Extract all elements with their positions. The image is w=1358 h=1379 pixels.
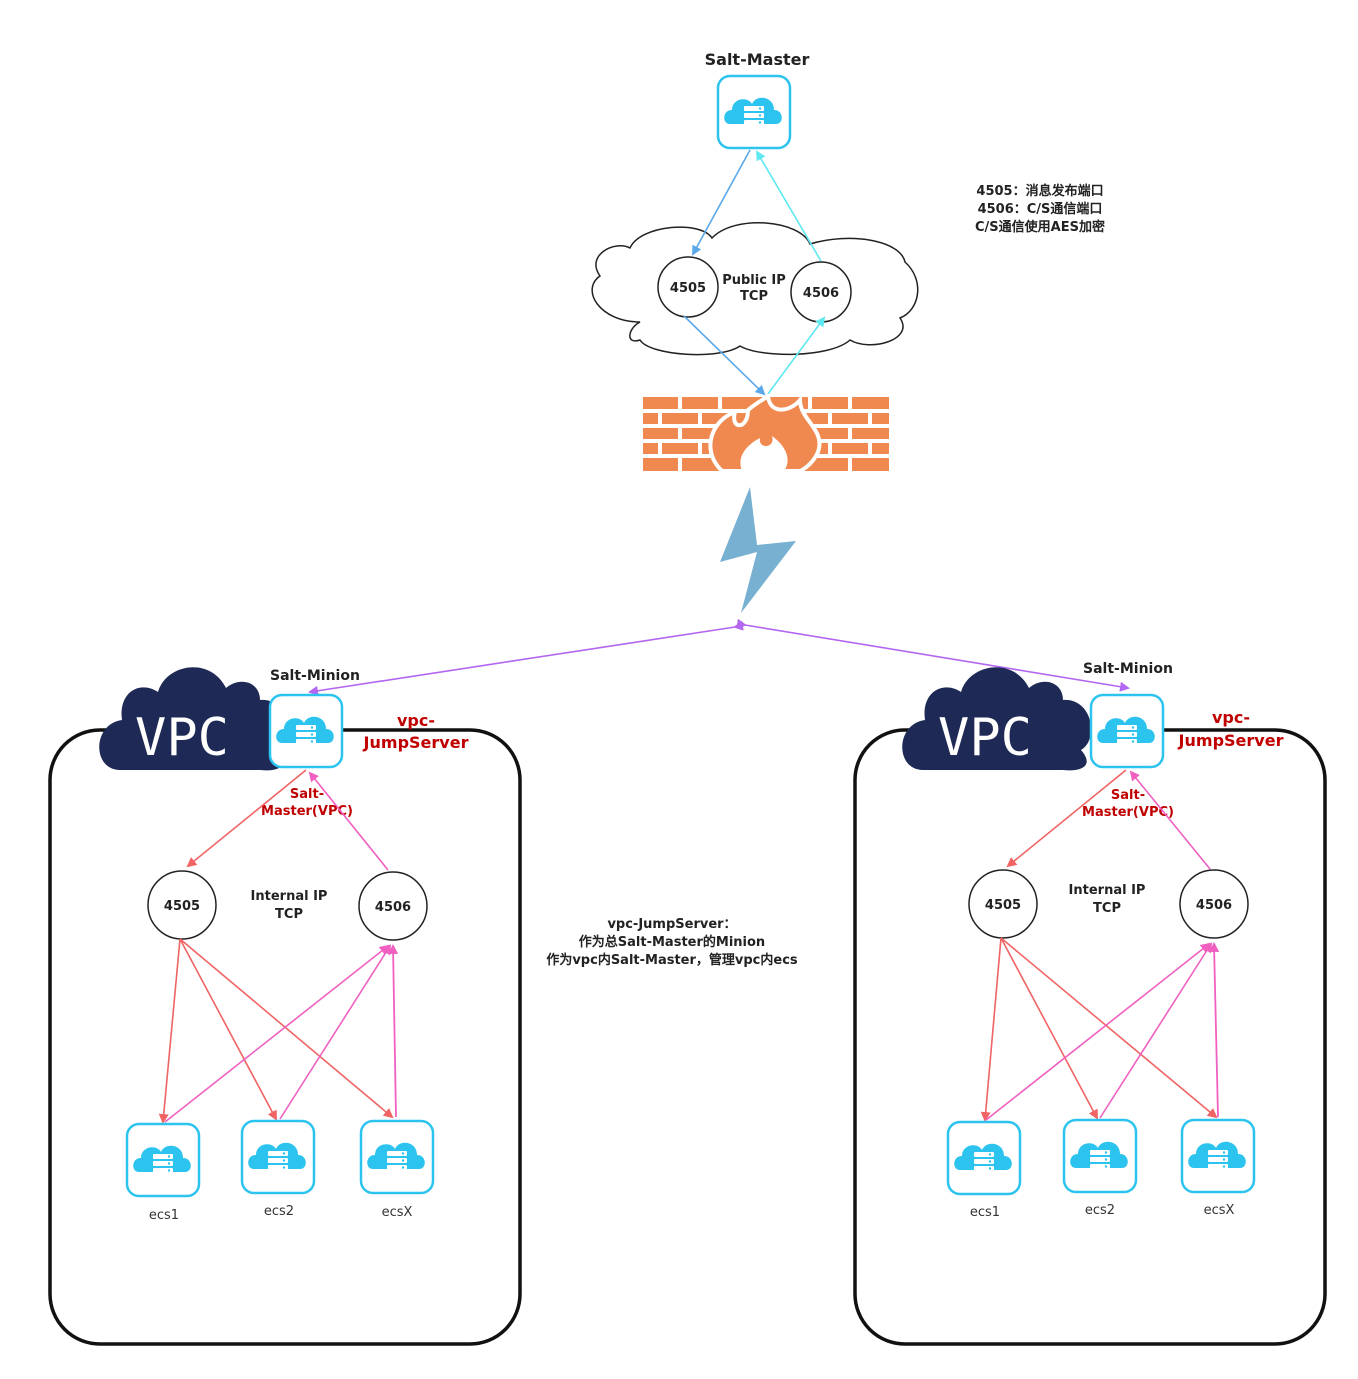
vpc-right-net-label-1: Internal IP xyxy=(1069,883,1146,898)
vpc-right-arrow-ecs2-4506 xyxy=(1099,942,1213,1119)
public-cloud-shape xyxy=(591,222,919,356)
vpc-left-arrow-ecsx-4506 xyxy=(388,944,399,1118)
arrow-firewall-to-4506 xyxy=(767,316,826,395)
vpc-right-ecs2-label: ecs2 xyxy=(1085,1203,1115,1218)
vpc-right-arrow-ecsx-4506 xyxy=(1209,942,1220,1118)
arrow-master-to-4505 xyxy=(692,149,751,256)
vpc-left-port-4505-node xyxy=(147,870,217,940)
vpc-left-arrow-ecs2-4506 xyxy=(279,944,392,1120)
center-note-line-3: 作为vpc内Salt-Master，管理vpc内ecs xyxy=(546,952,798,968)
vpc-left-ecs2-icon xyxy=(240,1119,316,1195)
vpc-right-port-4505-label: 4505 xyxy=(985,898,1021,913)
port-note-line-2: 4506：C/S通信端口 xyxy=(978,201,1103,217)
vpc-right-inner-master-label-1: Salt- xyxy=(1111,788,1145,803)
vpc-left-arrow-jump-to-4505 xyxy=(186,769,307,868)
vpc-left-ecsx-icon xyxy=(359,1119,435,1195)
vpc-right-arrow-4506-to-jump xyxy=(1129,770,1211,870)
vpc-left: VPC Salt-Minion vpc- JumpServer Salt- Ma… xyxy=(48,667,522,1346)
vpc-right-inner-master-label-2: Master(VPC) xyxy=(1082,805,1174,820)
public-port-4505-node xyxy=(657,256,719,318)
vpc-right-ecs2-icon xyxy=(1062,1118,1138,1194)
vpc-left-jump-label-2: JumpServer xyxy=(363,733,469,752)
vpc-right-arrow-ecs1-4506 xyxy=(985,942,1211,1121)
vpc-left-arrow-4505-ecs2 xyxy=(179,938,277,1121)
vpc-right-port-4506-label: 4506 xyxy=(1196,898,1232,913)
vpc-right-port-4506-node xyxy=(1179,869,1249,939)
vpc-left-ecs1-icon xyxy=(125,1122,201,1198)
vpc-left-port-4506-node xyxy=(358,871,428,941)
vpc-right: VPC Salt-Minion vpc- JumpServer Salt- Ma… xyxy=(853,661,1327,1346)
vpc-left-port-4506-label: 4506 xyxy=(375,900,411,915)
vpc-right-badge: VPC xyxy=(938,708,1032,768)
vpc-left-arrow-4506-to-jump xyxy=(308,771,389,871)
public-port-4505-label: 4505 xyxy=(670,281,706,296)
public-tcp-label: TCP xyxy=(740,289,768,304)
firewall-icon xyxy=(643,393,889,473)
vpc-left-minion-title: Salt-Minion xyxy=(270,668,360,684)
vpc-right-net-label-2: TCP xyxy=(1093,901,1121,916)
vpc-left-ecsx-label: ecsX xyxy=(382,1205,413,1220)
salt-master-server-icon xyxy=(716,74,792,150)
vpc-left-ecs2-label: ecs2 xyxy=(264,1204,294,1219)
arrow-internet-right-minion xyxy=(736,618,1130,692)
center-note-line-1: vpc-JumpServer： xyxy=(607,917,736,932)
public-port-4506-label: 4506 xyxy=(803,286,839,301)
vpc-right-ecs1-label: ecs1 xyxy=(970,1205,1000,1220)
port-note-line-3: C/S通信使用AES加密 xyxy=(975,219,1105,235)
vpc-left-arrow-4505-ecs1 xyxy=(158,938,181,1124)
vpc-left-inner-master-label-2: Master(VPC) xyxy=(261,804,353,819)
internet-bolt-icon xyxy=(720,487,796,613)
vpc-left-ecs1-label: ecs1 xyxy=(149,1208,179,1223)
arrow-4506-to-master xyxy=(755,150,822,262)
vpc-right-arrow-4505-ecs2 xyxy=(1000,937,1098,1120)
vpc-right-ecsx-icon xyxy=(1180,1118,1256,1194)
vpc-left-arrow-4505-ecsx xyxy=(179,938,394,1119)
vpc-right-ecsx-label: ecsX xyxy=(1204,1203,1235,1218)
vpc-right-jump-label-1: vpc- xyxy=(1212,708,1250,727)
vpc-right-arrow-4505-ecsx xyxy=(1000,937,1218,1119)
vpc-left-jump-label-1: vpc- xyxy=(397,711,435,730)
vpc-right-minion-title: Salt-Minion xyxy=(1083,661,1173,677)
port-note-line-1: 4505：消息发布端口 xyxy=(976,183,1103,199)
vpc-left-badge: VPC xyxy=(135,708,229,768)
vpc-left-jumpserver-icon xyxy=(268,693,344,769)
arrow-4505-to-firewall xyxy=(683,315,766,396)
vpc-left-net-label-2: TCP xyxy=(275,907,303,922)
vpc-right-arrow-4505-ecs1 xyxy=(980,937,1002,1122)
vpc-left-boundary xyxy=(48,728,522,1346)
vpc-right-jumpserver-icon xyxy=(1089,693,1165,769)
salt-master-title: Salt-Master xyxy=(705,50,810,69)
vpc-left-port-4505-label: 4505 xyxy=(164,899,200,914)
public-ip-label: Public IP xyxy=(722,273,786,288)
center-note-line-2: 作为总Salt-Master的Minion xyxy=(579,934,765,950)
vpc-left-net-label-1: Internal IP xyxy=(251,889,328,904)
arrow-internet-left-minion xyxy=(308,620,744,696)
vpc-right-arrow-jump-to-4505 xyxy=(1006,769,1127,868)
vpc-right-port-4505-node xyxy=(968,869,1038,939)
vpc-left-inner-master-label-1: Salt- xyxy=(290,787,324,802)
vpc-right-ecs1-icon xyxy=(946,1120,1022,1196)
vpc-left-arrow-ecs1-4506 xyxy=(164,944,390,1123)
vpc-right-jump-label-2: JumpServer xyxy=(1178,731,1284,750)
